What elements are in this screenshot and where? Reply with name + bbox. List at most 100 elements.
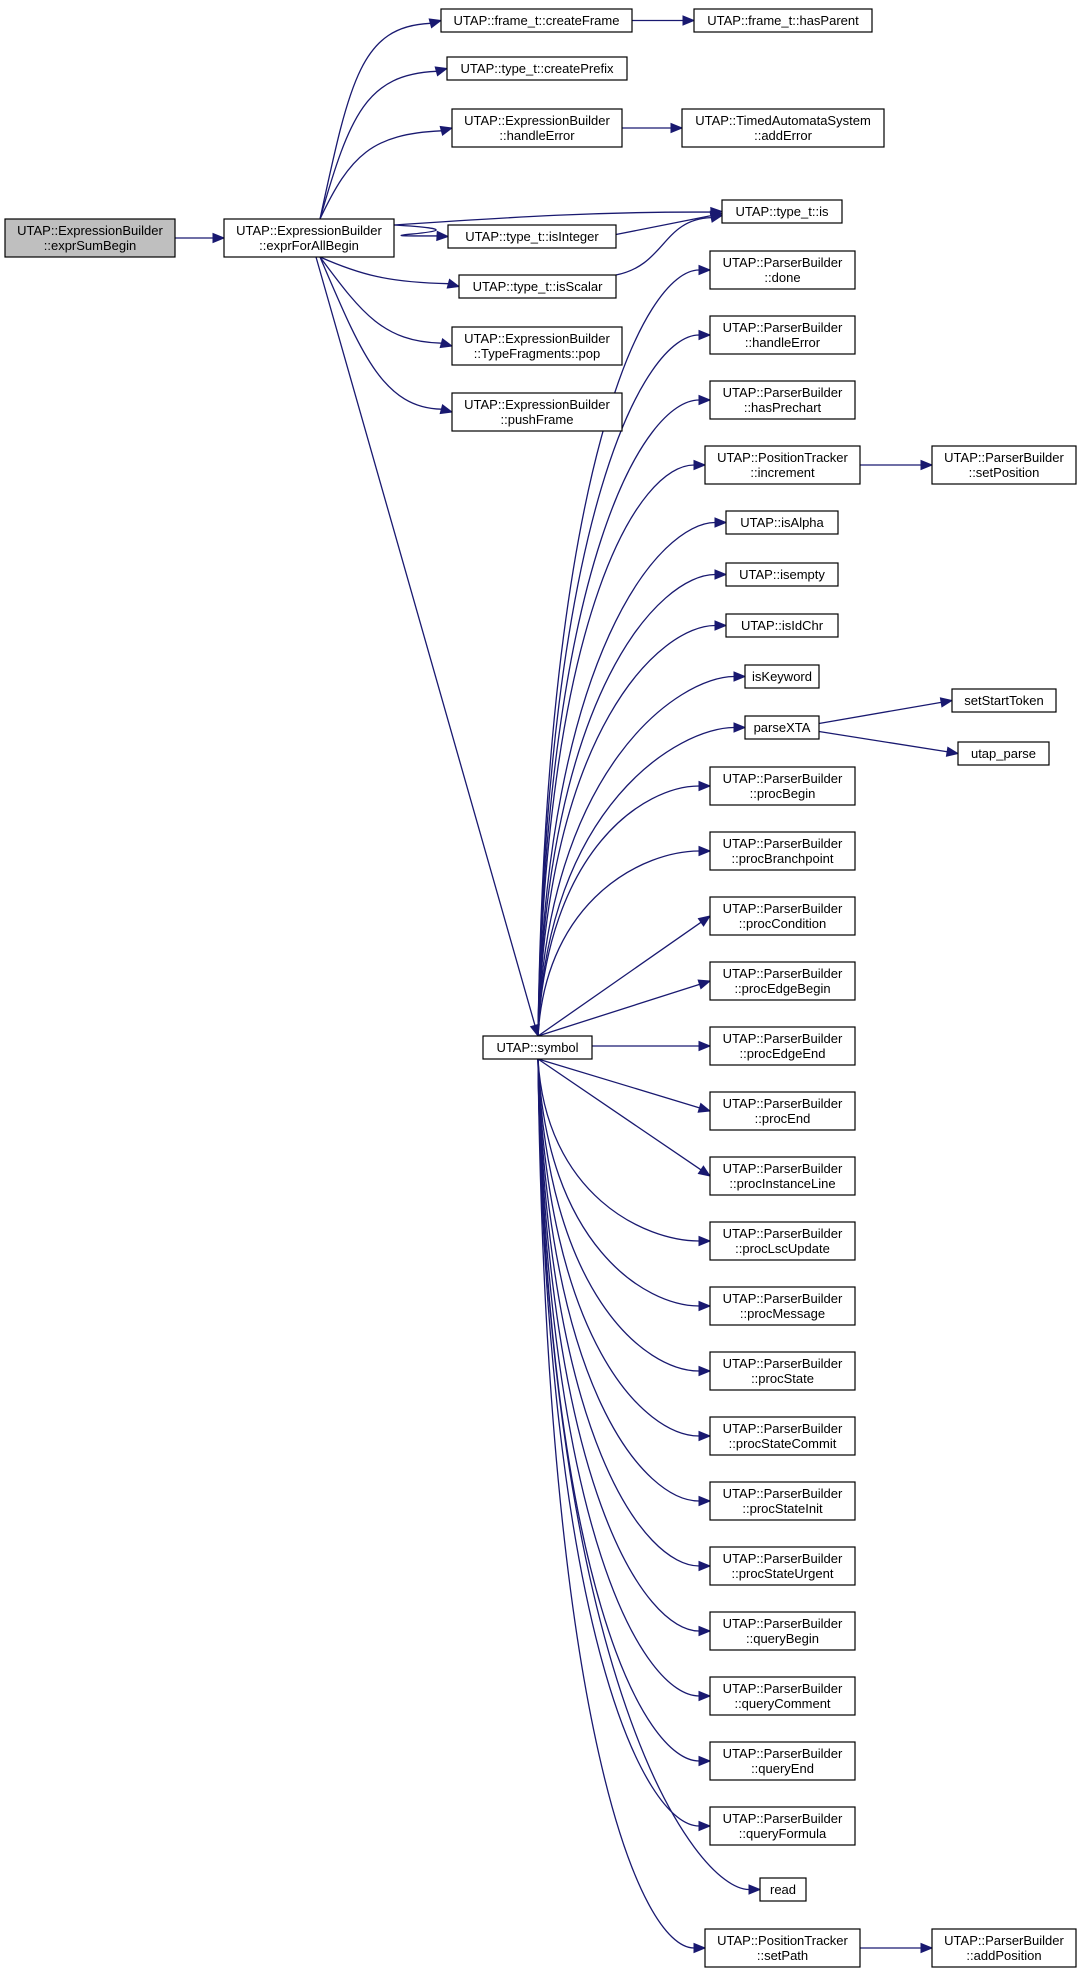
node-hasParent[interactable]: UTAP::frame_t::hasParent: [693, 8, 873, 33]
node-procStateUrgent[interactable]: UTAP::ParserBuilder::procStateUrgent: [709, 1546, 856, 1586]
node-box-createFrame[interactable]: [440, 8, 633, 33]
node-box-increment[interactable]: [704, 445, 861, 485]
node-box-procStateCommit[interactable]: [709, 1416, 856, 1456]
edge-symbol-to-isKeyword: [537, 671, 747, 1037]
node-box-procEnd[interactable]: [709, 1091, 856, 1131]
node-label-procStateCommit-line-2: ::procStateCommit: [729, 1436, 837, 1451]
node-queryFormula[interactable]: UTAP::ParserBuilder::queryFormula: [709, 1806, 856, 1846]
node-box-procInstanceLine[interactable]: [709, 1156, 856, 1196]
node-ebHandleError[interactable]: UTAP::ExpressionBuilder::handleError: [451, 108, 623, 148]
node-isKeyword[interactable]: isKeyword: [744, 664, 820, 689]
node-box-addPosition[interactable]: [931, 1928, 1077, 1968]
node-isIdChr[interactable]: UTAP::isIdChr: [725, 613, 839, 638]
node-box-isIdChr[interactable]: [725, 613, 839, 638]
node-box-procEdgeEnd[interactable]: [709, 1026, 856, 1066]
node-box-setStartToken[interactable]: [951, 688, 1057, 713]
node-pushFrame[interactable]: UTAP::ExpressionBuilder::pushFrame: [451, 392, 623, 432]
node-box-done[interactable]: [709, 250, 856, 290]
node-box-forall[interactable]: [223, 218, 395, 258]
node-procInstanceLine[interactable]: UTAP::ParserBuilder::procInstanceLine: [709, 1156, 856, 1196]
node-box-isempty[interactable]: [725, 562, 839, 587]
node-box-isAlpha[interactable]: [725, 510, 839, 535]
node-box-createPrefix[interactable]: [446, 56, 628, 81]
node-queryBegin[interactable]: UTAP::ParserBuilder::queryBegin: [709, 1611, 856, 1651]
node-box-procState[interactable]: [709, 1351, 856, 1391]
node-queryEnd[interactable]: UTAP::ParserBuilder::queryEnd: [709, 1741, 856, 1781]
node-setPosition[interactable]: UTAP::ParserBuilder::setPosition: [931, 445, 1077, 485]
edge-line-parseXTA-to-utapParse: [818, 730, 948, 753]
node-queryComment[interactable]: UTAP::ParserBuilder::queryComment: [709, 1676, 856, 1716]
node-box-procStateInit[interactable]: [709, 1481, 856, 1521]
node-box-procCondition[interactable]: [709, 896, 856, 936]
edge-line-symbol-to-queryFormula: [537, 1058, 700, 1827]
node-box-parseXTA[interactable]: [744, 715, 820, 740]
node-procLscUpdate[interactable]: UTAP::ParserBuilder::procLscUpdate: [709, 1221, 856, 1261]
node-label-createFrame-line-1: UTAP::frame_t::createFrame: [454, 13, 620, 28]
node-procCondition[interactable]: UTAP::ParserBuilder::procCondition: [709, 896, 856, 936]
node-increment[interactable]: UTAP::PositionTracker::increment: [704, 445, 861, 485]
node-box-symbol[interactable]: [482, 1035, 593, 1060]
node-isInteger[interactable]: UTAP::type_t::isInteger: [447, 224, 617, 249]
node-isempty[interactable]: UTAP::isempty: [725, 562, 839, 587]
node-createFrame[interactable]: UTAP::frame_t::createFrame: [440, 8, 633, 33]
node-box-setPosition[interactable]: [931, 445, 1077, 485]
node-label-procLscUpdate-line-2: ::procLscUpdate: [735, 1241, 830, 1256]
node-box-isKeyword[interactable]: [744, 664, 820, 689]
node-box-queryFormula[interactable]: [709, 1806, 856, 1846]
node-box-is[interactable]: [721, 199, 843, 224]
node-box-hasParent[interactable]: [693, 8, 873, 33]
node-procStateInit[interactable]: UTAP::ParserBuilder::procStateInit: [709, 1481, 856, 1521]
node-utapParse[interactable]: utap_parse: [957, 741, 1050, 766]
node-procBranchpoint[interactable]: UTAP::ParserBuilder::procBranchpoint: [709, 831, 856, 871]
node-box-setPath[interactable]: [704, 1928, 861, 1968]
node-box-ebHandleError[interactable]: [451, 108, 623, 148]
node-procStateCommit[interactable]: UTAP::ParserBuilder::procStateCommit: [709, 1416, 856, 1456]
node-pop[interactable]: UTAP::ExpressionBuilder::TypeFragments::…: [451, 326, 623, 366]
node-box-pop[interactable]: [451, 326, 623, 366]
node-procState[interactable]: UTAP::ParserBuilder::procState: [709, 1351, 856, 1391]
node-setStartToken[interactable]: setStartToken: [951, 688, 1057, 713]
node-is[interactable]: UTAP::type_t::is: [721, 199, 843, 224]
node-symbol[interactable]: UTAP::symbol: [482, 1035, 593, 1060]
node-addError[interactable]: UTAP::TimedAutomataSystem::addError: [681, 108, 885, 148]
node-procEdgeBegin[interactable]: UTAP::ParserBuilder::procEdgeBegin: [709, 961, 856, 1001]
node-box-hasPrechart[interactable]: [709, 380, 856, 420]
node-box-procStateUrgent[interactable]: [709, 1546, 856, 1586]
node-done[interactable]: UTAP::ParserBuilder::done: [709, 250, 856, 290]
node-box-addError[interactable]: [681, 108, 885, 148]
node-box-pushFrame[interactable]: [451, 392, 623, 432]
node-pbHandleError[interactable]: UTAP::ParserBuilder::handleError: [709, 315, 856, 355]
edge-symbol-to-queryEnd: [537, 1058, 712, 1767]
node-box-queryComment[interactable]: [709, 1676, 856, 1716]
node-box-procLscUpdate[interactable]: [709, 1221, 856, 1261]
node-isScalar[interactable]: UTAP::type_t::isScalar: [458, 274, 617, 299]
node-box-pbHandleError[interactable]: [709, 315, 856, 355]
node-setPath[interactable]: UTAP::PositionTracker::setPath: [704, 1928, 861, 1968]
node-procMessage[interactable]: UTAP::ParserBuilder::procMessage: [709, 1286, 856, 1326]
node-box-root[interactable]: [4, 218, 176, 258]
node-box-queryEnd[interactable]: [709, 1741, 856, 1781]
node-box-read[interactable]: [759, 1877, 807, 1902]
node-isAlpha[interactable]: UTAP::isAlpha: [725, 510, 839, 535]
node-createPrefix[interactable]: UTAP::type_t::createPrefix: [446, 56, 628, 81]
node-box-procEdgeBegin[interactable]: [709, 961, 856, 1001]
edge-line-forall-to-createPrefix: [319, 70, 437, 220]
node-box-isScalar[interactable]: [458, 274, 617, 299]
node-box-utapParse[interactable]: [957, 741, 1050, 766]
node-label-procStateInit-line-1: UTAP::ParserBuilder: [723, 1486, 843, 1501]
node-forall[interactable]: UTAP::ExpressionBuilder::exprForAllBegin: [223, 218, 395, 258]
node-box-procBegin[interactable]: [709, 766, 856, 806]
node-box-isInteger[interactable]: [447, 224, 617, 249]
node-procEdgeEnd[interactable]: UTAP::ParserBuilder::procEdgeEnd: [709, 1026, 856, 1066]
node-procEnd[interactable]: UTAP::ParserBuilder::procEnd: [709, 1091, 856, 1131]
node-procBegin[interactable]: UTAP::ParserBuilder::procBegin: [709, 766, 856, 806]
node-hasPrechart[interactable]: UTAP::ParserBuilder::hasPrechart: [709, 380, 856, 420]
node-box-procBranchpoint[interactable]: [709, 831, 856, 871]
node-addPosition[interactable]: UTAP::ParserBuilder::addPosition: [931, 1928, 1077, 1968]
node-parseXTA[interactable]: parseXTA: [744, 715, 820, 740]
node-root[interactable]: UTAP::ExpressionBuilder::exprSumBegin: [4, 218, 176, 258]
node-box-procMessage[interactable]: [709, 1286, 856, 1326]
node-label-queryComment-line-2: ::queryComment: [734, 1696, 830, 1711]
node-read[interactable]: read: [759, 1877, 807, 1902]
node-box-queryBegin[interactable]: [709, 1611, 856, 1651]
